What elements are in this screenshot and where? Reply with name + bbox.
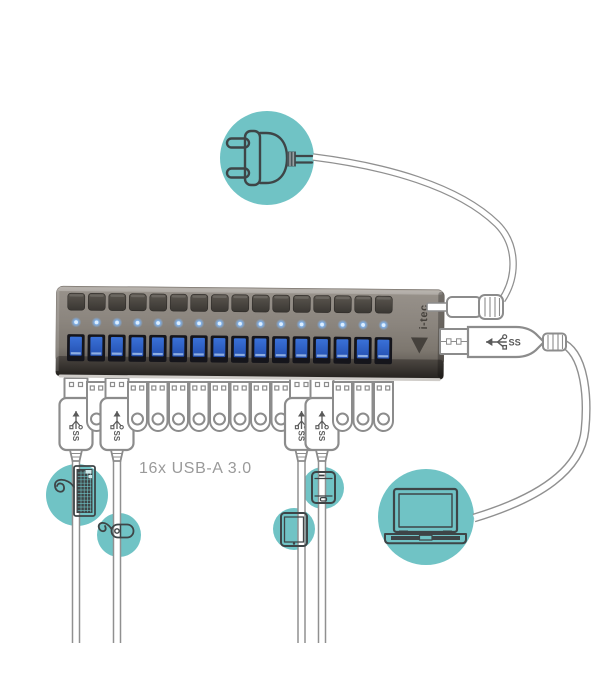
usb-a-port: [353, 336, 372, 365]
port-power-button: [374, 295, 393, 314]
port-status-led: [337, 319, 348, 331]
port-power-button: [128, 293, 147, 312]
usb-a-port: [292, 336, 311, 364]
dc-barrel-connector: [426, 294, 504, 320]
port-status-led: [173, 317, 184, 329]
port-power-button: [210, 293, 229, 313]
device-icons: [54, 129, 467, 547]
port-power-button: [231, 294, 250, 313]
port-power-button: [108, 293, 127, 312]
port-status-led: [255, 318, 266, 330]
cables: [71, 153, 591, 643]
port-status-led: [152, 317, 164, 329]
usb-a-port: [210, 335, 229, 363]
usb-ss-connector: [439, 325, 567, 359]
usb-flash-plug: [209, 381, 230, 432]
ports-caption: 16x USB-A 3.0: [139, 460, 252, 477]
power-cord: [312, 153, 517, 303]
port-status-led: [378, 319, 389, 331]
usb-a-port: [374, 337, 393, 365]
port-status-led: [316, 319, 328, 330]
tablet-icon: [280, 512, 308, 547]
power-plug-circle: [220, 111, 314, 205]
port-status-led: [91, 317, 102, 328]
port-status-led: [214, 318, 225, 329]
usb-flash-plug: [147, 381, 169, 432]
hub-base-lip: [58, 374, 441, 382]
hub-top-bevel: [58, 287, 443, 295]
usb-a-port: [107, 334, 126, 362]
usb-plug-row: [60, 378, 394, 461]
port-status-led: [111, 317, 123, 328]
power-plug-icon: [225, 129, 314, 187]
usb-a-port: [333, 336, 352, 364]
usb-flash-plug: [250, 381, 271, 432]
hub-left-edge: [55, 289, 60, 372]
laptop-data-cable: [472, 337, 591, 523]
usb-a-port: [312, 336, 331, 364]
usb-flash-plug: [352, 381, 374, 432]
brand-triangle-icon: [410, 337, 428, 354]
port-power-button: [313, 294, 332, 314]
port-power-button: [251, 294, 270, 313]
port-power-button: [149, 293, 168, 312]
port-status-led: [275, 318, 287, 330]
smartphone-icon: [311, 471, 336, 504]
usb-flash-plug: [188, 381, 210, 432]
port-power-button: [333, 295, 352, 314]
usb-a-port: [87, 334, 106, 362]
port-power-button: [67, 292, 86, 311]
laptop-icon: [384, 487, 467, 545]
usb-a-port: [189, 335, 208, 363]
port-status-led: [193, 318, 205, 329]
usb-flash-plug: [168, 381, 189, 432]
usb-a-port: [271, 336, 290, 364]
usb-flash-plug: [373, 381, 394, 432]
mouse-icon: [97, 521, 135, 539]
port-status-led: [357, 319, 369, 331]
port-power-button: [190, 293, 209, 312]
port-status-led: [132, 317, 143, 329]
usb-hub: i-tec: [55, 285, 445, 382]
port-power-button: [87, 292, 106, 311]
keyboard-icon: [54, 465, 96, 517]
usb-flash-plug: [332, 381, 353, 432]
port-status-led: [296, 319, 307, 330]
laptop-circle: [378, 469, 474, 565]
usb-a-port: [251, 335, 270, 364]
port-power-button: [292, 294, 311, 313]
usb-a-port: [66, 334, 85, 362]
usb-flash-plug: [229, 381, 251, 432]
port-power-button: [169, 293, 188, 312]
usb-a-port: [148, 334, 167, 363]
port-status-led: [234, 318, 246, 330]
usb-a-port: [230, 335, 249, 363]
port-status-led: [70, 316, 82, 328]
port-power-button: [272, 294, 291, 313]
usb-a-port: [169, 335, 188, 363]
usb-flash-plug: [127, 381, 148, 432]
port-power-button: [354, 295, 373, 314]
usb-a-port: [128, 334, 147, 362]
